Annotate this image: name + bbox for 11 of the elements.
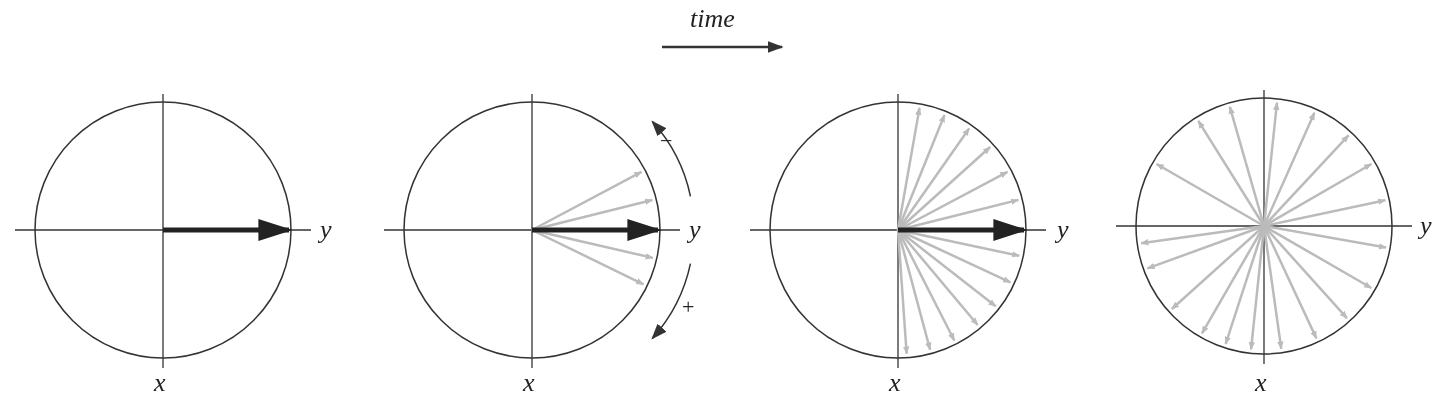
axis-label: x <box>154 370 166 396</box>
axis-label: y <box>689 217 701 243</box>
axis-label: x <box>1255 370 1267 396</box>
axis-label: y <box>320 217 332 243</box>
axis-label: x <box>523 370 535 396</box>
sign-label: − <box>660 130 673 152</box>
axis-label: y <box>1420 213 1432 239</box>
axis-label: y <box>1057 217 1069 243</box>
axis-label: x <box>889 370 901 396</box>
sign-label: + <box>682 296 695 318</box>
time-label: time <box>690 6 735 32</box>
